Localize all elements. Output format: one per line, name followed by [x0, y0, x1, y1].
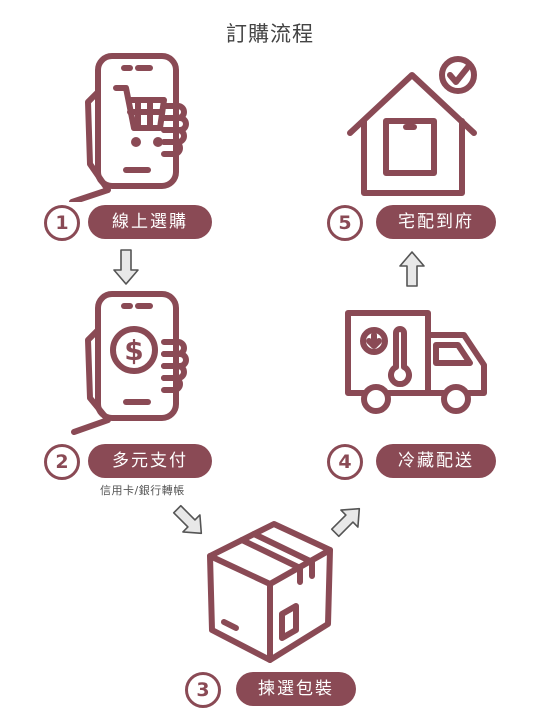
step-4-label: 冷藏配送: [376, 444, 496, 478]
step-2-note: 信用卡/銀行轉帳: [100, 484, 185, 497]
step-5-label: 宅配到府: [376, 205, 496, 239]
step-3-label: 揀選包裝: [236, 672, 356, 706]
step-1-label: 線上選購: [88, 205, 212, 239]
phone-cart-icon: [69, 53, 189, 202]
step-2-label: 多元支付: [88, 444, 212, 478]
refrigerated-truck-icon: [345, 310, 487, 414]
step-4-number: 4: [327, 444, 363, 480]
svg-text:$: $: [124, 334, 143, 367]
step-1-number: 1: [44, 205, 80, 241]
house-delivered-icon: [347, 56, 477, 196]
page-title: 訂購流程: [226, 22, 314, 46]
box-icon: [207, 521, 333, 663]
phone-payment-icon: $: [71, 291, 189, 435]
arrow-icon: [399, 251, 425, 287]
step-3-number: 3: [185, 672, 221, 708]
arrow-icon: [172, 504, 203, 535]
step-5-number: 5: [327, 205, 363, 241]
arrow-icon: [330, 507, 361, 538]
step-2-number: 2: [44, 444, 80, 480]
arrow-icon: [113, 249, 139, 285]
